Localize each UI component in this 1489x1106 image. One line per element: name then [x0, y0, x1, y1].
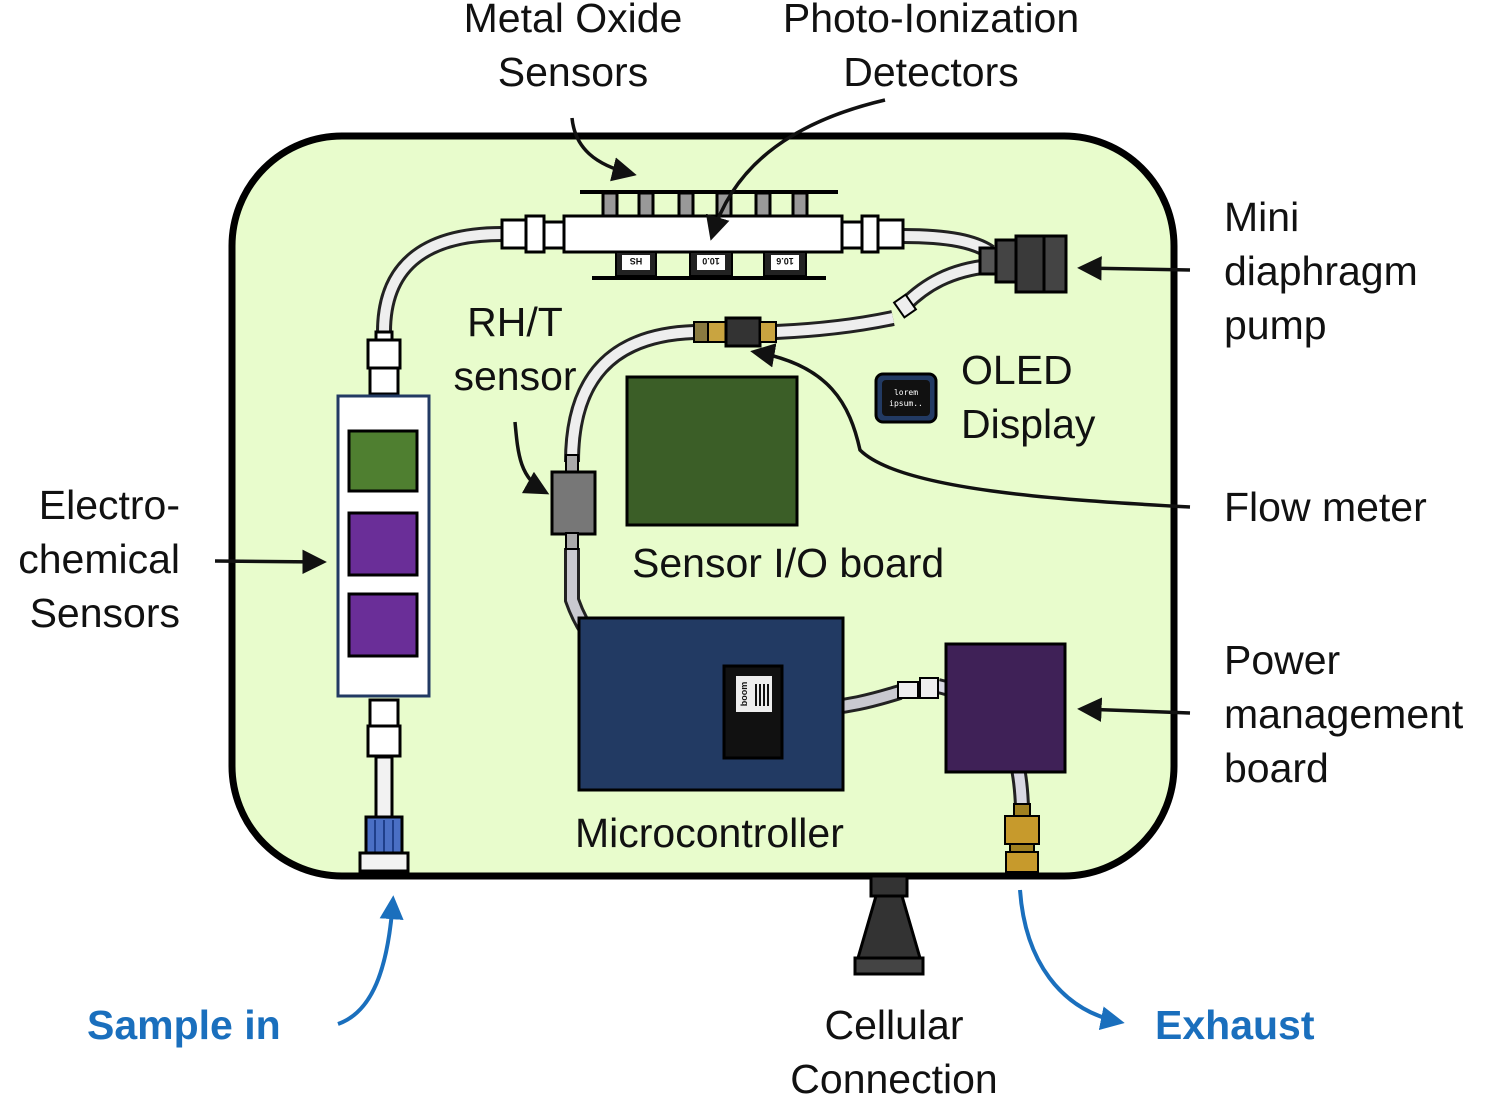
oled-display: lorem ipsum..	[874, 372, 938, 424]
label-flow-meter: Flow meter	[1224, 484, 1427, 530]
label-power-line-2: management	[1224, 691, 1464, 737]
flow-arrows	[337, 889, 1125, 1030]
arrow-metal-oxide	[570, 117, 637, 182]
arrow-flow-meter	[750, 343, 1191, 509]
chip-label: boom	[739, 682, 749, 707]
microcontroller-board: boom	[577, 616, 845, 792]
cellular-antenna	[853, 874, 925, 976]
label-metal-oxide-line-1: Metal Oxide	[463, 0, 683, 41]
label-pump-line-3: pump	[1224, 302, 1327, 348]
annotation-arrows	[214, 98, 1191, 722]
label-power-line-3: board	[1224, 745, 1329, 791]
label-exhaust: Exhaust	[1155, 1002, 1315, 1048]
arrow-pump	[1077, 256, 1191, 281]
arrow-pid	[705, 98, 886, 241]
oled-line-1: lorem	[894, 388, 918, 397]
label-sensor-io: Sensor I/O board	[632, 540, 945, 586]
label-oled: OLED Display	[961, 343, 1095, 451]
label-power-line-1: Power	[1224, 637, 1341, 683]
ec-sensor-purple-1	[347, 511, 419, 577]
arrow-exhaust	[1018, 889, 1125, 1030]
ec-sensor-purple-2	[347, 592, 419, 658]
label-microcontroller: Microcontroller	[575, 810, 844, 856]
sensor-io-board	[625, 375, 799, 527]
label-pump: Mini diaphragm pump	[1224, 190, 1418, 352]
label-electrochemical-line-3: Sensors	[29, 590, 180, 636]
label-metal-oxide: Metal Oxide Sensors	[440, 0, 706, 99]
inlet-connector	[358, 755, 410, 873]
label-power: Power management board	[1224, 633, 1463, 795]
label-cellular-line-2: Connection	[790, 1056, 998, 1102]
arrow-electrochemical	[214, 549, 327, 575]
arrow-sample-in	[337, 895, 404, 1026]
exhaust-fitting	[1004, 803, 1040, 873]
sensor-manifold: HS 10.0 10.6	[500, 190, 905, 280]
pid-tag-1: HS	[630, 256, 643, 266]
label-cellular-line-1: Cellular	[824, 1002, 964, 1048]
label-rht: RH/T sensor	[440, 295, 590, 403]
diaphragm-pump	[978, 234, 1068, 294]
oled-line-2: ipsum..	[889, 399, 923, 408]
electrochemical-sensors	[336, 330, 431, 758]
label-electrochemical-line-2: chemical	[18, 536, 180, 582]
label-electrochemical: Electro- chemical Sensors	[0, 478, 180, 640]
label-sample-in: Sample in	[87, 1002, 281, 1048]
label-pump-line-2: diaphragm	[1224, 248, 1418, 294]
label-oled-line-1: OLED	[961, 347, 1073, 393]
label-rht-line-2: sensor	[453, 353, 577, 399]
flow-meter	[693, 316, 777, 348]
label-pump-line-1: Mini	[1224, 194, 1300, 240]
pid-tag-3: 10.6	[776, 256, 794, 266]
ec-sensor-green	[347, 429, 419, 493]
label-electrochemical-line-1: Electro-	[38, 482, 180, 528]
rht-sensor	[550, 454, 597, 550]
label-oled-line-2: Display	[961, 401, 1096, 447]
label-cellular: Cellular Connection	[760, 998, 1028, 1106]
label-pid-line-2: Detectors	[843, 49, 1019, 95]
power-management-board	[944, 642, 1067, 774]
tube-connectors	[892, 293, 939, 699]
label-rht-line-1: RH/T	[467, 299, 563, 345]
label-pid-line-1: Photo-Ionization	[782, 0, 1080, 41]
pid-tag-2: 10.0	[702, 256, 720, 266]
label-pid: Photo-Ionization Detectors	[750, 0, 1112, 99]
arrow-power	[1077, 697, 1191, 722]
arrow-rht	[513, 421, 550, 495]
label-metal-oxide-line-2: Sensors	[497, 49, 649, 95]
